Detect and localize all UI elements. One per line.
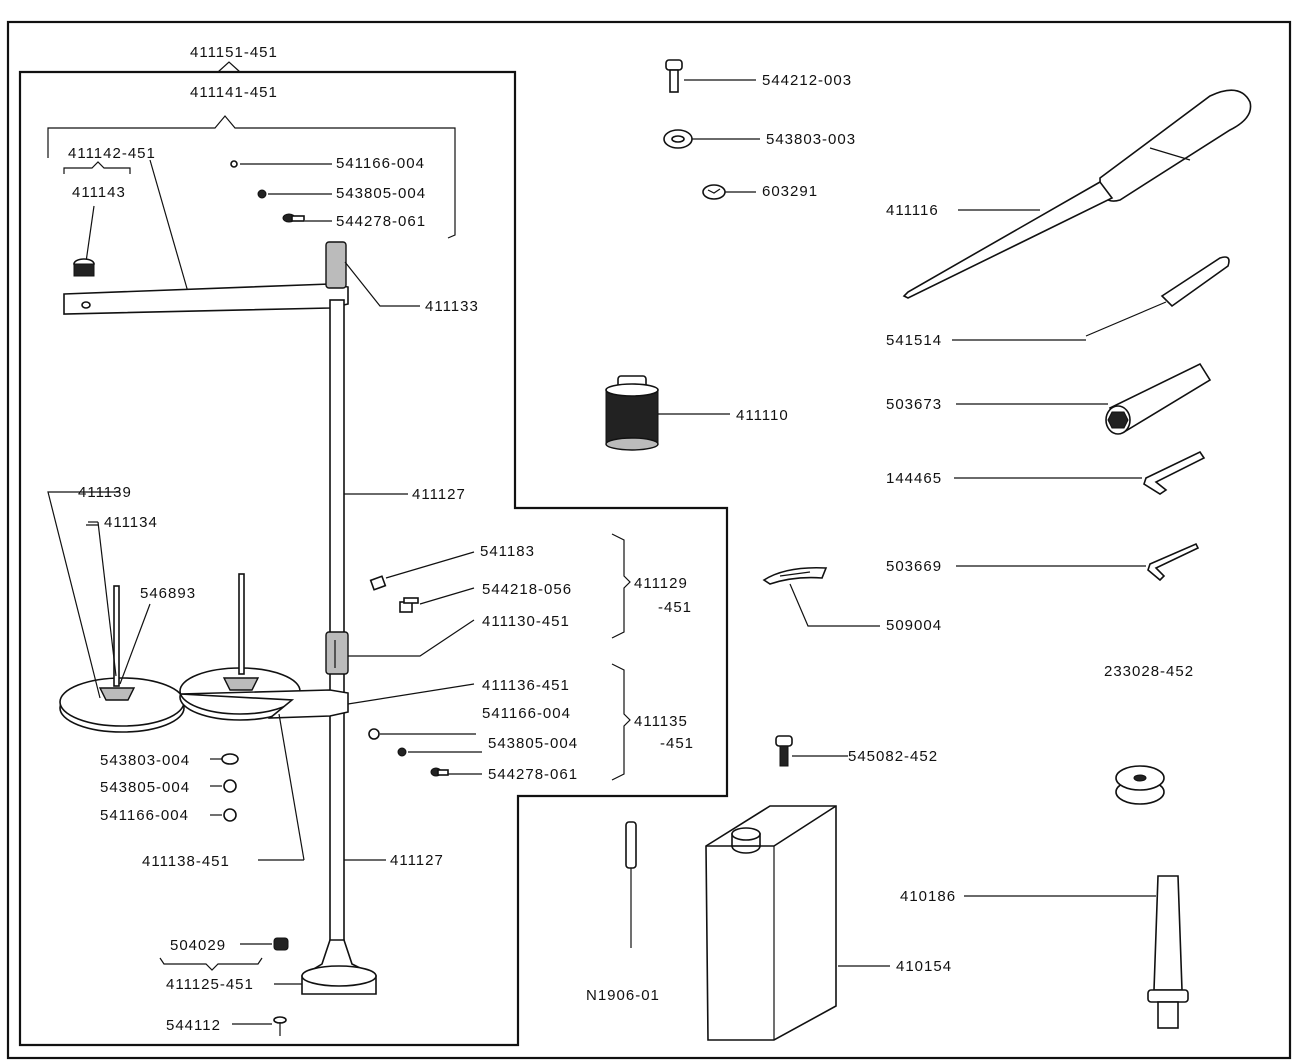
brace-411135 xyxy=(611,663,631,781)
socket-wrench-icon xyxy=(1105,362,1212,435)
label-541166-004-top: 541166-004 xyxy=(336,155,425,172)
nut-icon-base xyxy=(273,937,289,951)
stand-assembly-frame xyxy=(18,70,729,1047)
label-410186: 410186 xyxy=(900,888,956,905)
washer-icon-left xyxy=(223,808,237,822)
label-411116: 411116 xyxy=(886,202,939,219)
label-543803-003: 543803-003 xyxy=(766,131,856,148)
spring-washer-icon-mid xyxy=(397,747,407,757)
washer-543803-icon xyxy=(663,129,693,149)
label-541514: 541514 xyxy=(886,332,942,349)
oil-can-icon xyxy=(705,805,837,1041)
brace-411129 xyxy=(611,533,631,639)
label-544278-061-mid: 544278-061 xyxy=(488,766,578,783)
upper-arm xyxy=(63,283,349,315)
label-543805-004-mid: 543805-004 xyxy=(488,735,578,752)
hex-key-large-icon xyxy=(1143,450,1206,495)
plate-spring-icon xyxy=(762,566,828,585)
label-411133: 411133 xyxy=(425,298,479,315)
spindle-left xyxy=(113,585,120,687)
label-411125-451: 411125-451 xyxy=(166,976,254,993)
lower-arm xyxy=(179,689,349,719)
screw-545082-icon xyxy=(775,735,793,767)
label-411135: 411135 xyxy=(634,713,688,730)
label-411151-451: 411151-451 xyxy=(190,44,278,61)
small-screwdriver-icon xyxy=(1085,256,1230,337)
pole-cap xyxy=(325,241,347,289)
nut-icon xyxy=(369,575,387,591)
label-411143: 411143 xyxy=(72,184,126,201)
label-411129-suffix: -451 xyxy=(658,599,692,616)
label-503669: 503669 xyxy=(886,558,942,575)
label-544218-056: 544218-056 xyxy=(482,581,572,598)
label-545082-452: 545082-452 xyxy=(848,748,938,765)
washer-icon xyxy=(230,160,238,168)
label-603291: 603291 xyxy=(762,183,818,200)
label-411130-451: 411130-451 xyxy=(482,613,570,630)
label-411136-451: 411136-451 xyxy=(482,677,570,694)
label-541166-004-left: 541166-004 xyxy=(100,807,189,824)
label-411139: 411139 xyxy=(78,484,132,501)
label-503673: 503673 xyxy=(886,396,942,413)
label-544112: 544112 xyxy=(166,1017,221,1034)
label-411138-451: 411138-451 xyxy=(142,853,230,870)
needle-icon xyxy=(625,821,637,948)
hex-key-small-icon xyxy=(1147,542,1200,582)
label-544212-003: 544212-003 xyxy=(762,72,852,89)
spring-washer-icon-left xyxy=(223,779,237,793)
label-411127-upper: 411127 xyxy=(412,486,466,503)
label-411129: 411129 xyxy=(634,575,688,592)
label-411135-suffix: -451 xyxy=(660,735,694,752)
spring-washer-icon xyxy=(257,189,267,199)
felt-filter-icon xyxy=(605,375,659,451)
cap-icon xyxy=(73,258,95,277)
pole xyxy=(329,299,345,946)
brace-411151 xyxy=(217,61,241,73)
label-546893: 546893 xyxy=(140,585,196,602)
label-410154: 410154 xyxy=(896,958,952,975)
coupling xyxy=(325,631,349,675)
wood-screw-icon xyxy=(273,1016,287,1036)
brace-411141 xyxy=(47,115,456,239)
label-411110: 411110 xyxy=(736,407,789,424)
spool-cone-icon xyxy=(1147,875,1189,1029)
bobbin-icon xyxy=(1115,765,1165,805)
washer-icon-mid xyxy=(368,728,380,740)
label-411141-451: 411141-451 xyxy=(190,84,278,101)
label-541166-004-mid: 541166-004 xyxy=(482,705,571,722)
screw-icon-mid xyxy=(430,767,449,777)
spool-holder-right xyxy=(222,677,260,691)
bolt-icon xyxy=(399,597,419,613)
label-411127-lower: 411127 xyxy=(390,852,444,869)
label-509004: 509004 xyxy=(886,617,942,634)
spindle-right xyxy=(238,573,245,675)
label-541183: 541183 xyxy=(480,543,535,560)
label-504029: 504029 xyxy=(170,937,226,954)
spool-plate-left xyxy=(59,677,185,733)
disc-603291-icon xyxy=(702,184,726,200)
label-543805-004-top: 543805-004 xyxy=(336,185,426,202)
label-544278-061-top: 544278-061 xyxy=(336,213,426,230)
brace-411142 xyxy=(63,161,131,174)
spool-holder-left xyxy=(98,687,136,701)
label-543805-004-left: 543805-004 xyxy=(100,779,190,796)
flat-washer-icon xyxy=(221,753,239,765)
screw-icon xyxy=(282,213,305,223)
label-411142-451: 411142-451 xyxy=(68,145,156,162)
label-233028-452: 233028-452 xyxy=(1104,663,1194,680)
outer-border xyxy=(6,20,1292,1060)
screw-544212-icon xyxy=(665,59,683,93)
screwdriver-icon xyxy=(902,89,1252,299)
label-543803-004-left: 543803-004 xyxy=(100,752,190,769)
label-144465: 144465 xyxy=(886,470,942,487)
label-411134: 411134 xyxy=(104,514,158,531)
brace-411125 xyxy=(159,957,263,971)
label-N1906-01: N1906-01 xyxy=(586,987,660,1004)
